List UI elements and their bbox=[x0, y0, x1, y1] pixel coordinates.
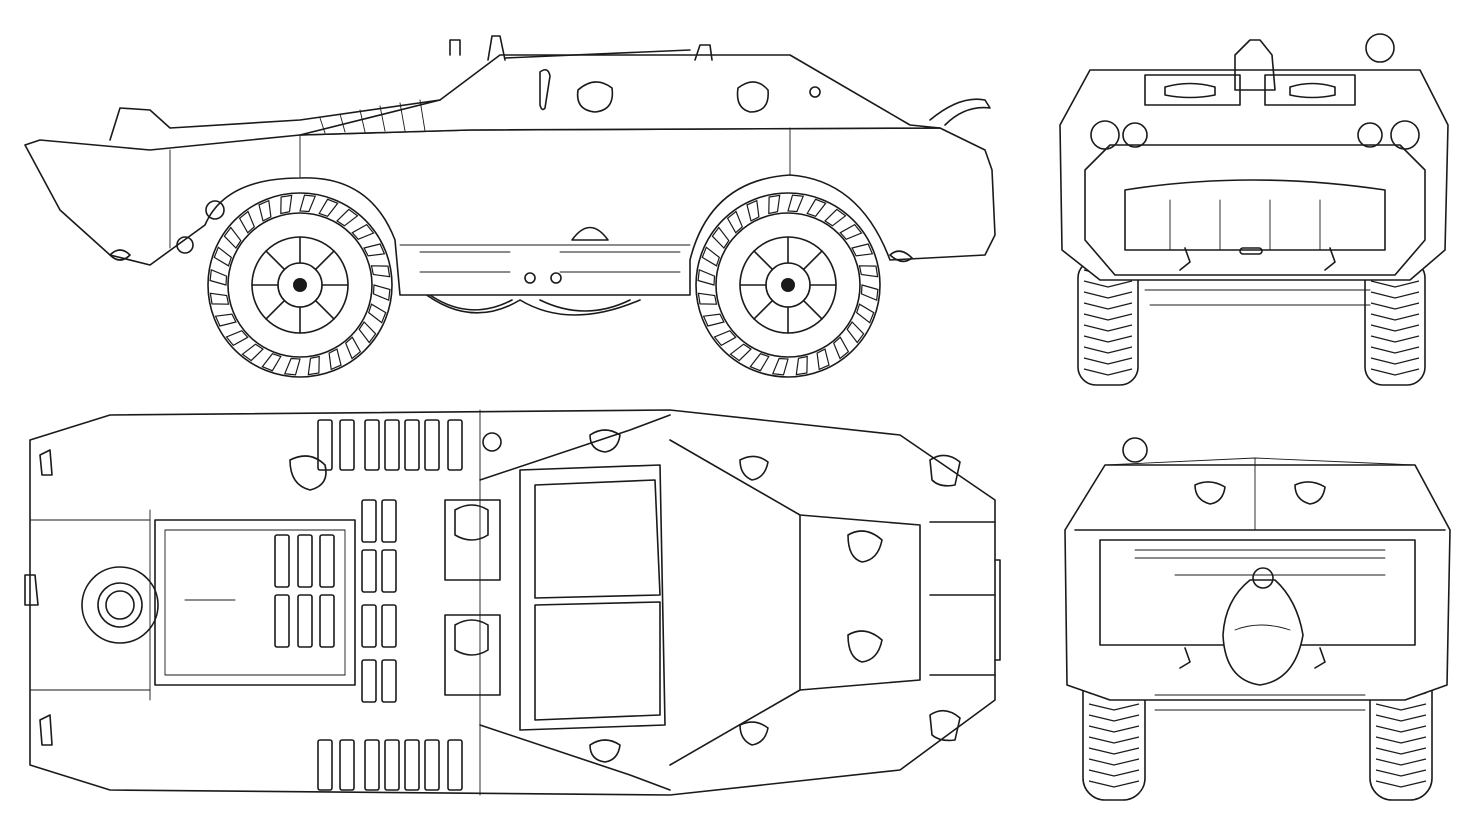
front-wheels bbox=[1077, 259, 1426, 386]
side-middle-wheels bbox=[419, 289, 641, 316]
top-grille-slats bbox=[274, 419, 463, 791]
side-hull bbox=[24, 127, 996, 296]
top-hull-outline bbox=[29, 409, 996, 796]
side-view bbox=[0, 0, 1040, 400]
front-view bbox=[1050, 30, 1460, 390]
side-front-wheel bbox=[207, 192, 393, 378]
top-view-drawing bbox=[24, 409, 1001, 796]
front-view-drawing bbox=[1059, 33, 1449, 386]
rear-waterjet-cover bbox=[1222, 579, 1304, 686]
rear-view bbox=[1055, 430, 1460, 810]
side-rear-wheel bbox=[695, 192, 881, 378]
side-slats bbox=[319, 99, 426, 134]
rear-view-drawing bbox=[1064, 437, 1451, 801]
top-view bbox=[0, 400, 1040, 816]
side-view-drawing bbox=[24, 35, 996, 378]
side-superstructure bbox=[299, 54, 941, 136]
